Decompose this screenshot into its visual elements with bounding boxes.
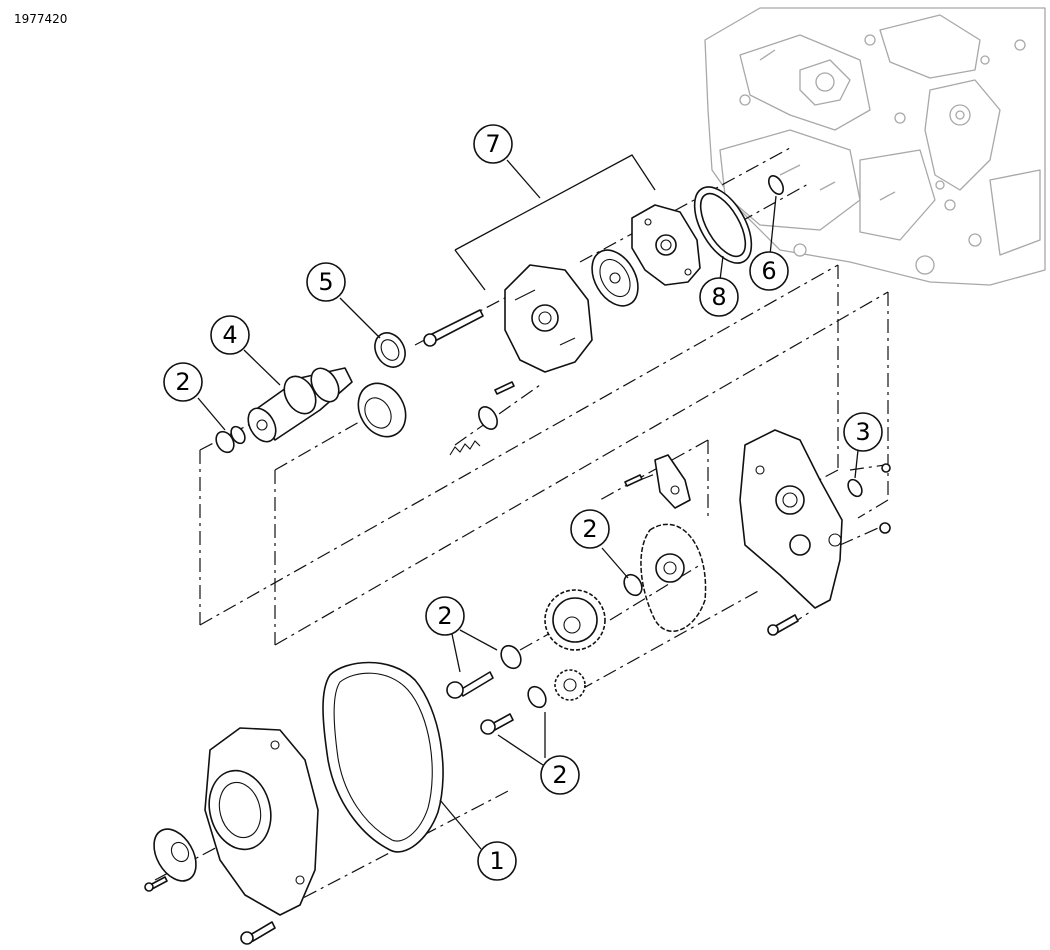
- callout-leaders: [197, 154, 859, 850]
- cover-bolt: [240, 921, 276, 945]
- svg-text:2: 2: [437, 602, 452, 630]
- svg-text:2: 2: [582, 515, 597, 543]
- svg-text:6: 6: [761, 257, 776, 285]
- oil-pump-housing: [739, 429, 843, 609]
- inner-gear-rotor: [357, 382, 407, 438]
- chain-tensioner: [654, 454, 691, 509]
- pin-and-spring: [449, 381, 515, 456]
- washer-center: [500, 644, 547, 709]
- large-sprocket: [544, 589, 606, 651]
- callout-2-chain-oring: 2: [570, 509, 610, 549]
- callout-4: 4: [210, 315, 250, 355]
- cover-gasket: [322, 661, 444, 853]
- svg-text:8: 8: [711, 283, 726, 311]
- callout-1: 1: [477, 841, 517, 881]
- callout-2-lower-bolt: 2: [540, 755, 580, 795]
- washer-pair-left: [215, 425, 246, 454]
- drive-chain: [640, 523, 707, 632]
- pump-cover-plate: [631, 204, 701, 286]
- document-id: 1977420: [14, 12, 68, 26]
- callout-2-upper-bolt: 2: [425, 596, 465, 636]
- small-sprocket: [554, 669, 586, 701]
- callout-5: 5: [306, 262, 346, 302]
- o-ring-right: [847, 478, 863, 498]
- engine-side-cover: [204, 727, 319, 916]
- small-screw: [144, 876, 168, 892]
- svg-text:2: 2: [552, 761, 567, 789]
- bolt-center-upper: [446, 671, 494, 699]
- camshaft: [247, 367, 353, 443]
- needle-bearing: [374, 332, 406, 368]
- engine-crankcase: [704, 7, 1046, 286]
- callout-2-camshaft-washers: 2: [163, 362, 203, 402]
- inspection-plate: [153, 828, 197, 882]
- pump-body: [504, 264, 593, 373]
- callout-7: 7: [473, 124, 513, 164]
- long-bolt: [423, 309, 484, 347]
- svg-text:4: 4: [222, 321, 237, 349]
- callout-8: 8: [699, 277, 739, 317]
- svg-text:3: 3: [855, 418, 870, 446]
- svg-text:7: 7: [485, 130, 500, 158]
- callout-3: 3: [843, 412, 883, 452]
- pump-rotor: [591, 249, 639, 307]
- callout-6: 6: [749, 251, 789, 291]
- o-ring-small: [767, 175, 785, 195]
- small-balls-right: [879, 463, 891, 534]
- bolt-housing: [767, 614, 799, 636]
- bolt-center-lower: [480, 713, 514, 735]
- gasket-ring-large: [693, 186, 753, 264]
- svg-text:5: 5: [318, 268, 333, 296]
- svg-text:2: 2: [175, 368, 190, 396]
- o-ring-center: [623, 573, 643, 597]
- svg-text:1: 1: [489, 847, 504, 875]
- tensioner-bolt: [624, 474, 643, 487]
